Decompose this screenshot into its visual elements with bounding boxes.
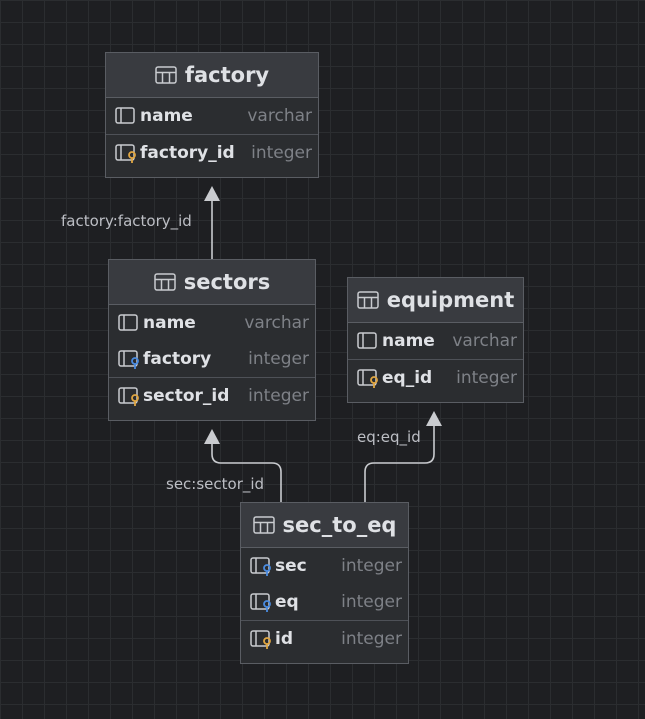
table-sectors[interactable]: sectors name varchar factory integer sec…	[108, 259, 316, 421]
column-icon	[118, 314, 138, 331]
primary-key-icon	[250, 630, 271, 649]
table-icon	[155, 66, 177, 84]
column-name: name	[140, 106, 193, 126]
column-name: sector_id	[143, 386, 230, 406]
column-row[interactable]: factory integer	[109, 341, 315, 377]
table-equipment[interactable]: equipment name varchar eq_id integer	[347, 277, 524, 403]
primary-key-icon	[118, 387, 139, 406]
primary-key-icon	[357, 369, 378, 388]
relation-label-factory: factory:factory_id	[61, 212, 192, 230]
column-name: sec	[275, 556, 307, 576]
column-row[interactable]: eq_id integer	[348, 359, 523, 396]
column-name: name	[143, 313, 196, 333]
column-row[interactable]: sector_id integer	[109, 377, 315, 414]
column-type: integer	[341, 629, 402, 649]
column-name: factory_id	[140, 143, 235, 163]
foreign-key-icon	[250, 557, 271, 576]
relation-label-equipment: eq:eq_id	[357, 428, 421, 446]
foreign-key-icon	[250, 593, 271, 612]
column-type: integer	[456, 368, 517, 388]
table-title: sec_to_eq	[282, 513, 397, 537]
column-row[interactable]: id integer	[241, 620, 408, 657]
table-title: sectors	[183, 270, 271, 294]
column-name: eq_id	[382, 368, 433, 388]
table-header[interactable]: sectors	[109, 260, 315, 305]
table-factory[interactable]: factory name varchar factory_id integer	[105, 52, 319, 178]
relation-label-sector: sec:sector_id	[166, 475, 265, 493]
foreign-key-icon	[118, 350, 139, 369]
relation-line-sec-to-eq-equipment	[364, 426, 435, 502]
table-title: factory	[184, 63, 270, 87]
column-icon	[115, 107, 135, 124]
column-type: integer	[251, 143, 312, 163]
column-icon	[357, 332, 377, 349]
table-icon	[252, 516, 275, 534]
column-row[interactable]: sec integer	[241, 548, 408, 584]
column-type: integer	[248, 386, 309, 406]
column-type: integer	[248, 349, 309, 369]
table-header[interactable]: equipment	[348, 278, 523, 323]
column-name: id	[275, 629, 293, 649]
column-row[interactable]: name varchar	[348, 323, 523, 359]
column-row[interactable]: name varchar	[109, 305, 315, 341]
column-row[interactable]: eq integer	[241, 584, 408, 620]
column-name: name	[382, 331, 435, 351]
column-row[interactable]: name varchar	[106, 98, 318, 134]
table-title: equipment	[386, 288, 515, 312]
relation-line-sec-to-eq-sectors	[211, 444, 282, 502]
table-header[interactable]: factory	[106, 53, 318, 98]
column-type: varchar	[452, 331, 517, 351]
column-name: eq	[275, 592, 299, 612]
table-header[interactable]: sec_to_eq	[241, 503, 408, 548]
column-type: varchar	[247, 106, 312, 126]
table-icon	[153, 273, 176, 291]
relation-arrow-factory	[204, 186, 220, 201]
column-name: factory	[143, 349, 212, 369]
relation-arrow-sectors	[204, 429, 220, 444]
relation-arrow-equipment	[426, 411, 442, 426]
table-sec-to-eq[interactable]: sec_to_eq sec integer eq integer id inte…	[240, 502, 409, 664]
column-type: integer	[341, 556, 402, 576]
table-icon	[356, 291, 379, 309]
column-type: varchar	[244, 313, 309, 333]
column-row[interactable]: factory_id integer	[106, 134, 318, 171]
column-type: integer	[341, 592, 402, 612]
primary-key-icon	[115, 144, 136, 163]
